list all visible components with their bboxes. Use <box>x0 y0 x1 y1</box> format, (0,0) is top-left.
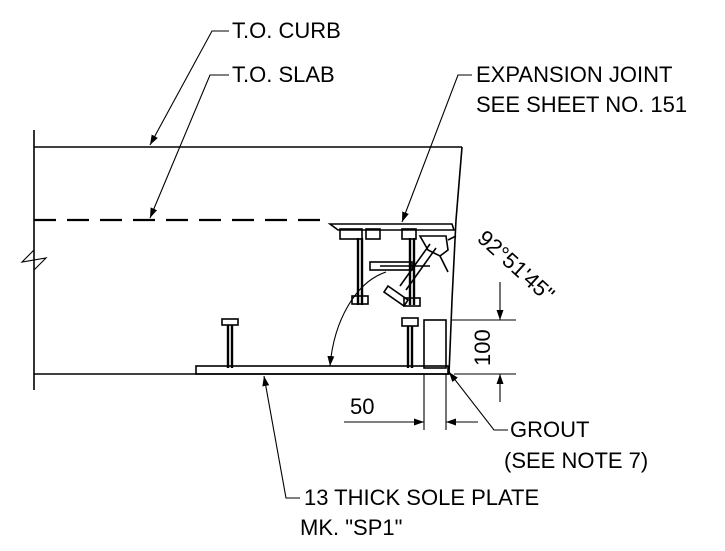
plate-label-line1: 13 THICK SOLE PLATE <box>304 485 539 510</box>
grout-pad <box>423 319 447 369</box>
angle-arc <box>327 271 387 367</box>
shear-stud <box>221 318 239 368</box>
dimension-100-label: 100 <box>470 329 495 366</box>
joint-label-line1: EXPANSION JOINT <box>476 62 672 87</box>
slab-leader <box>149 74 229 219</box>
plate-leader <box>262 375 300 499</box>
sole-plate <box>195 365 449 375</box>
grout-leader <box>448 371 508 431</box>
grout-label-line2: (SEE NOTE 7) <box>504 448 648 473</box>
slab-label: T.O. SLAB <box>232 62 335 87</box>
plate-label-line2: MK. "SP1" <box>300 515 402 540</box>
anchor-bolts <box>401 317 419 368</box>
curb-leader <box>149 30 229 146</box>
angle-label: 92°51'45" <box>473 225 560 307</box>
expansion-joint-assembly <box>327 223 457 308</box>
vertical-dimension <box>452 282 516 402</box>
break-line <box>20 249 48 271</box>
girder-outline <box>33 130 463 390</box>
joint-label-line2: SEE SHEET NO. 151 <box>476 92 687 117</box>
dimension-50-label: 50 <box>350 394 374 419</box>
curb-label: T.O. CURB <box>232 18 341 43</box>
joint-leader <box>401 74 472 223</box>
grout-label-line1: GROUT <box>510 417 589 442</box>
horizontal-dimension <box>344 374 478 430</box>
